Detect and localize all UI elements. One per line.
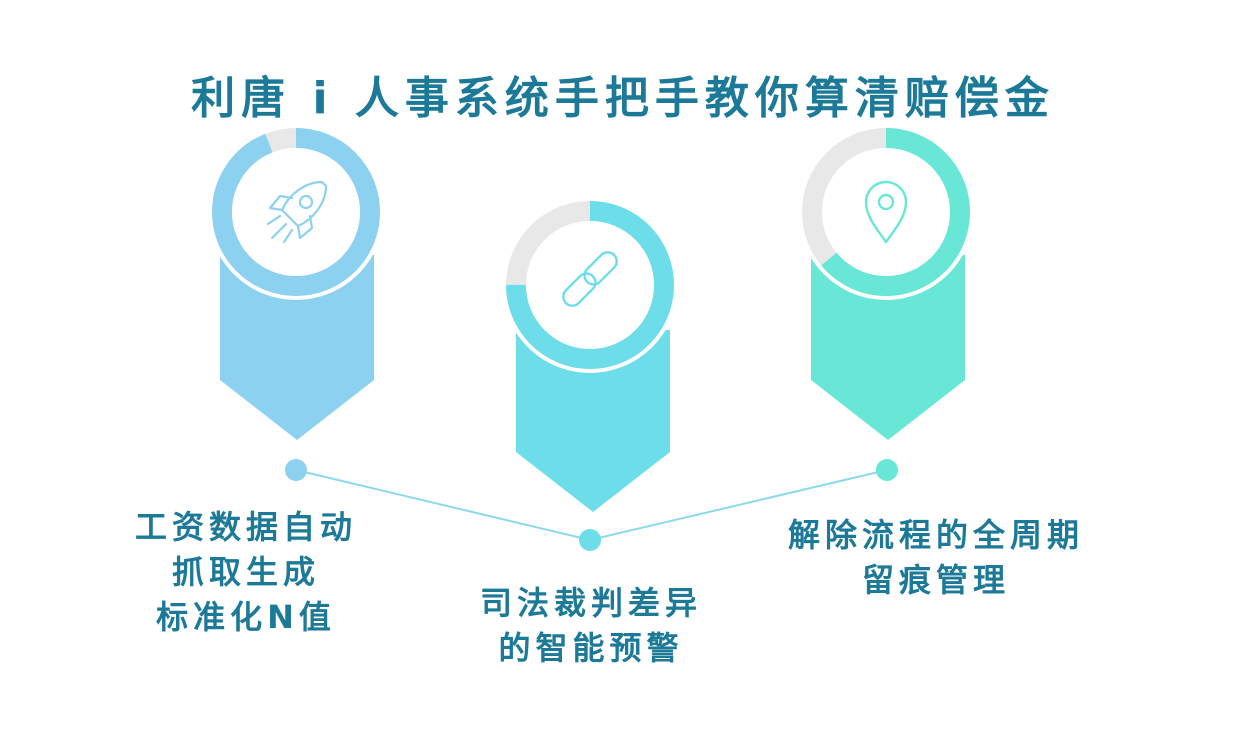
item-2-progress-arc	[506, 201, 674, 369]
item-2-node	[579, 529, 601, 551]
item-1-inner-circle	[232, 148, 360, 276]
page-title: 利唐 i 人事系统手把手教你算清赔偿金	[191, 73, 1055, 124]
item-2-label-line-2: 的智能预警	[498, 629, 684, 667]
item-1-label-line-1: 工资数据自动	[134, 508, 357, 546]
rocket-icon	[266, 180, 328, 244]
item-3-label-line-1: 解除流程的全周期	[787, 516, 1084, 554]
item-3-banner	[811, 255, 965, 440]
link-icon	[562, 251, 618, 307]
item-3-node	[876, 459, 898, 481]
item-3-progress-arc	[802, 128, 970, 296]
item-1-label-line-2: 抓取生成	[171, 553, 320, 591]
item-1-label-line-3: 标准化N值	[156, 598, 336, 636]
item-1-banner	[220, 255, 374, 440]
item-3-label: 解除流程的全周期 留痕管理	[756, 513, 1116, 603]
item-1-node	[285, 459, 307, 481]
item-2-label: 司法裁判差异 的智能预警	[436, 581, 746, 671]
item-3-badge	[798, 124, 974, 440]
item-2-banner	[516, 330, 670, 512]
item-3-label-line-2: 留痕管理	[861, 561, 1010, 599]
item-1-progress-arc	[212, 128, 380, 296]
item-1-label: 工资数据自动 抓取生成 标准化N值	[96, 505, 396, 640]
item-2-badge	[502, 197, 678, 512]
item-1-badge	[208, 124, 384, 440]
location-pin-icon	[864, 180, 908, 244]
item-2-label-line-1: 司法裁判差异	[479, 584, 702, 622]
item-3-inner-circle	[822, 148, 950, 276]
